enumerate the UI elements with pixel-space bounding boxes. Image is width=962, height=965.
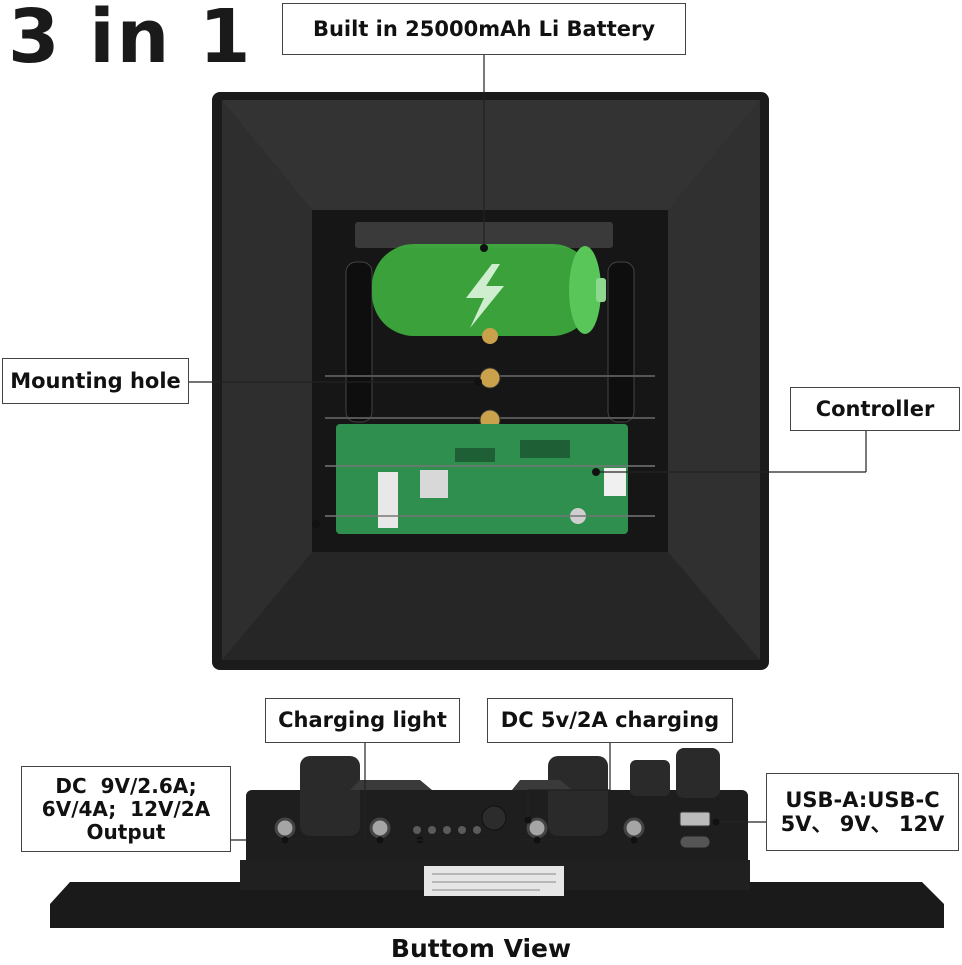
controller-callout-text: Controller (815, 396, 935, 421)
usb-callout: USB-A:USB-C 5V、 9V、 12V (766, 773, 959, 851)
battery-callout-text: Built in 25000mAh Li Battery (312, 16, 656, 41)
bottom-view-product (50, 748, 944, 928)
battery-callout: Built in 25000mAh Li Battery (282, 3, 686, 55)
usb-line-2: 5V、 9V、 12V (780, 812, 945, 836)
mounting-hole-callout-text: Mounting hole (10, 368, 181, 393)
dc-output-line-2: 6V/4A; 12V/2A (41, 796, 211, 821)
dc-output-callout: DC 9V/2.6A; 6V/4A; 12V/2A Output (21, 766, 231, 852)
dc-output-line-1: DC 9V/2.6A; (55, 773, 197, 798)
dc-charging-callout-text: DC 5v/2A charging (500, 708, 720, 733)
dc-charging-callout: DC 5v/2A charging (487, 698, 733, 743)
dc-output-line-3: Output (86, 819, 166, 844)
charging-light-callout: Charging light (265, 698, 460, 743)
page-title: 3 in 1 (8, 0, 253, 80)
controller-callout: Controller (790, 387, 960, 431)
battery-icon (372, 244, 606, 336)
mounting-hole-callout: Mounting hole (2, 358, 189, 404)
bottom-view-caption: Buttom View (390, 934, 572, 963)
charging-light-callout-text: Charging light (278, 708, 447, 733)
controller-pcb (336, 424, 628, 534)
usb-line-1: USB-A:USB-C (785, 787, 940, 812)
